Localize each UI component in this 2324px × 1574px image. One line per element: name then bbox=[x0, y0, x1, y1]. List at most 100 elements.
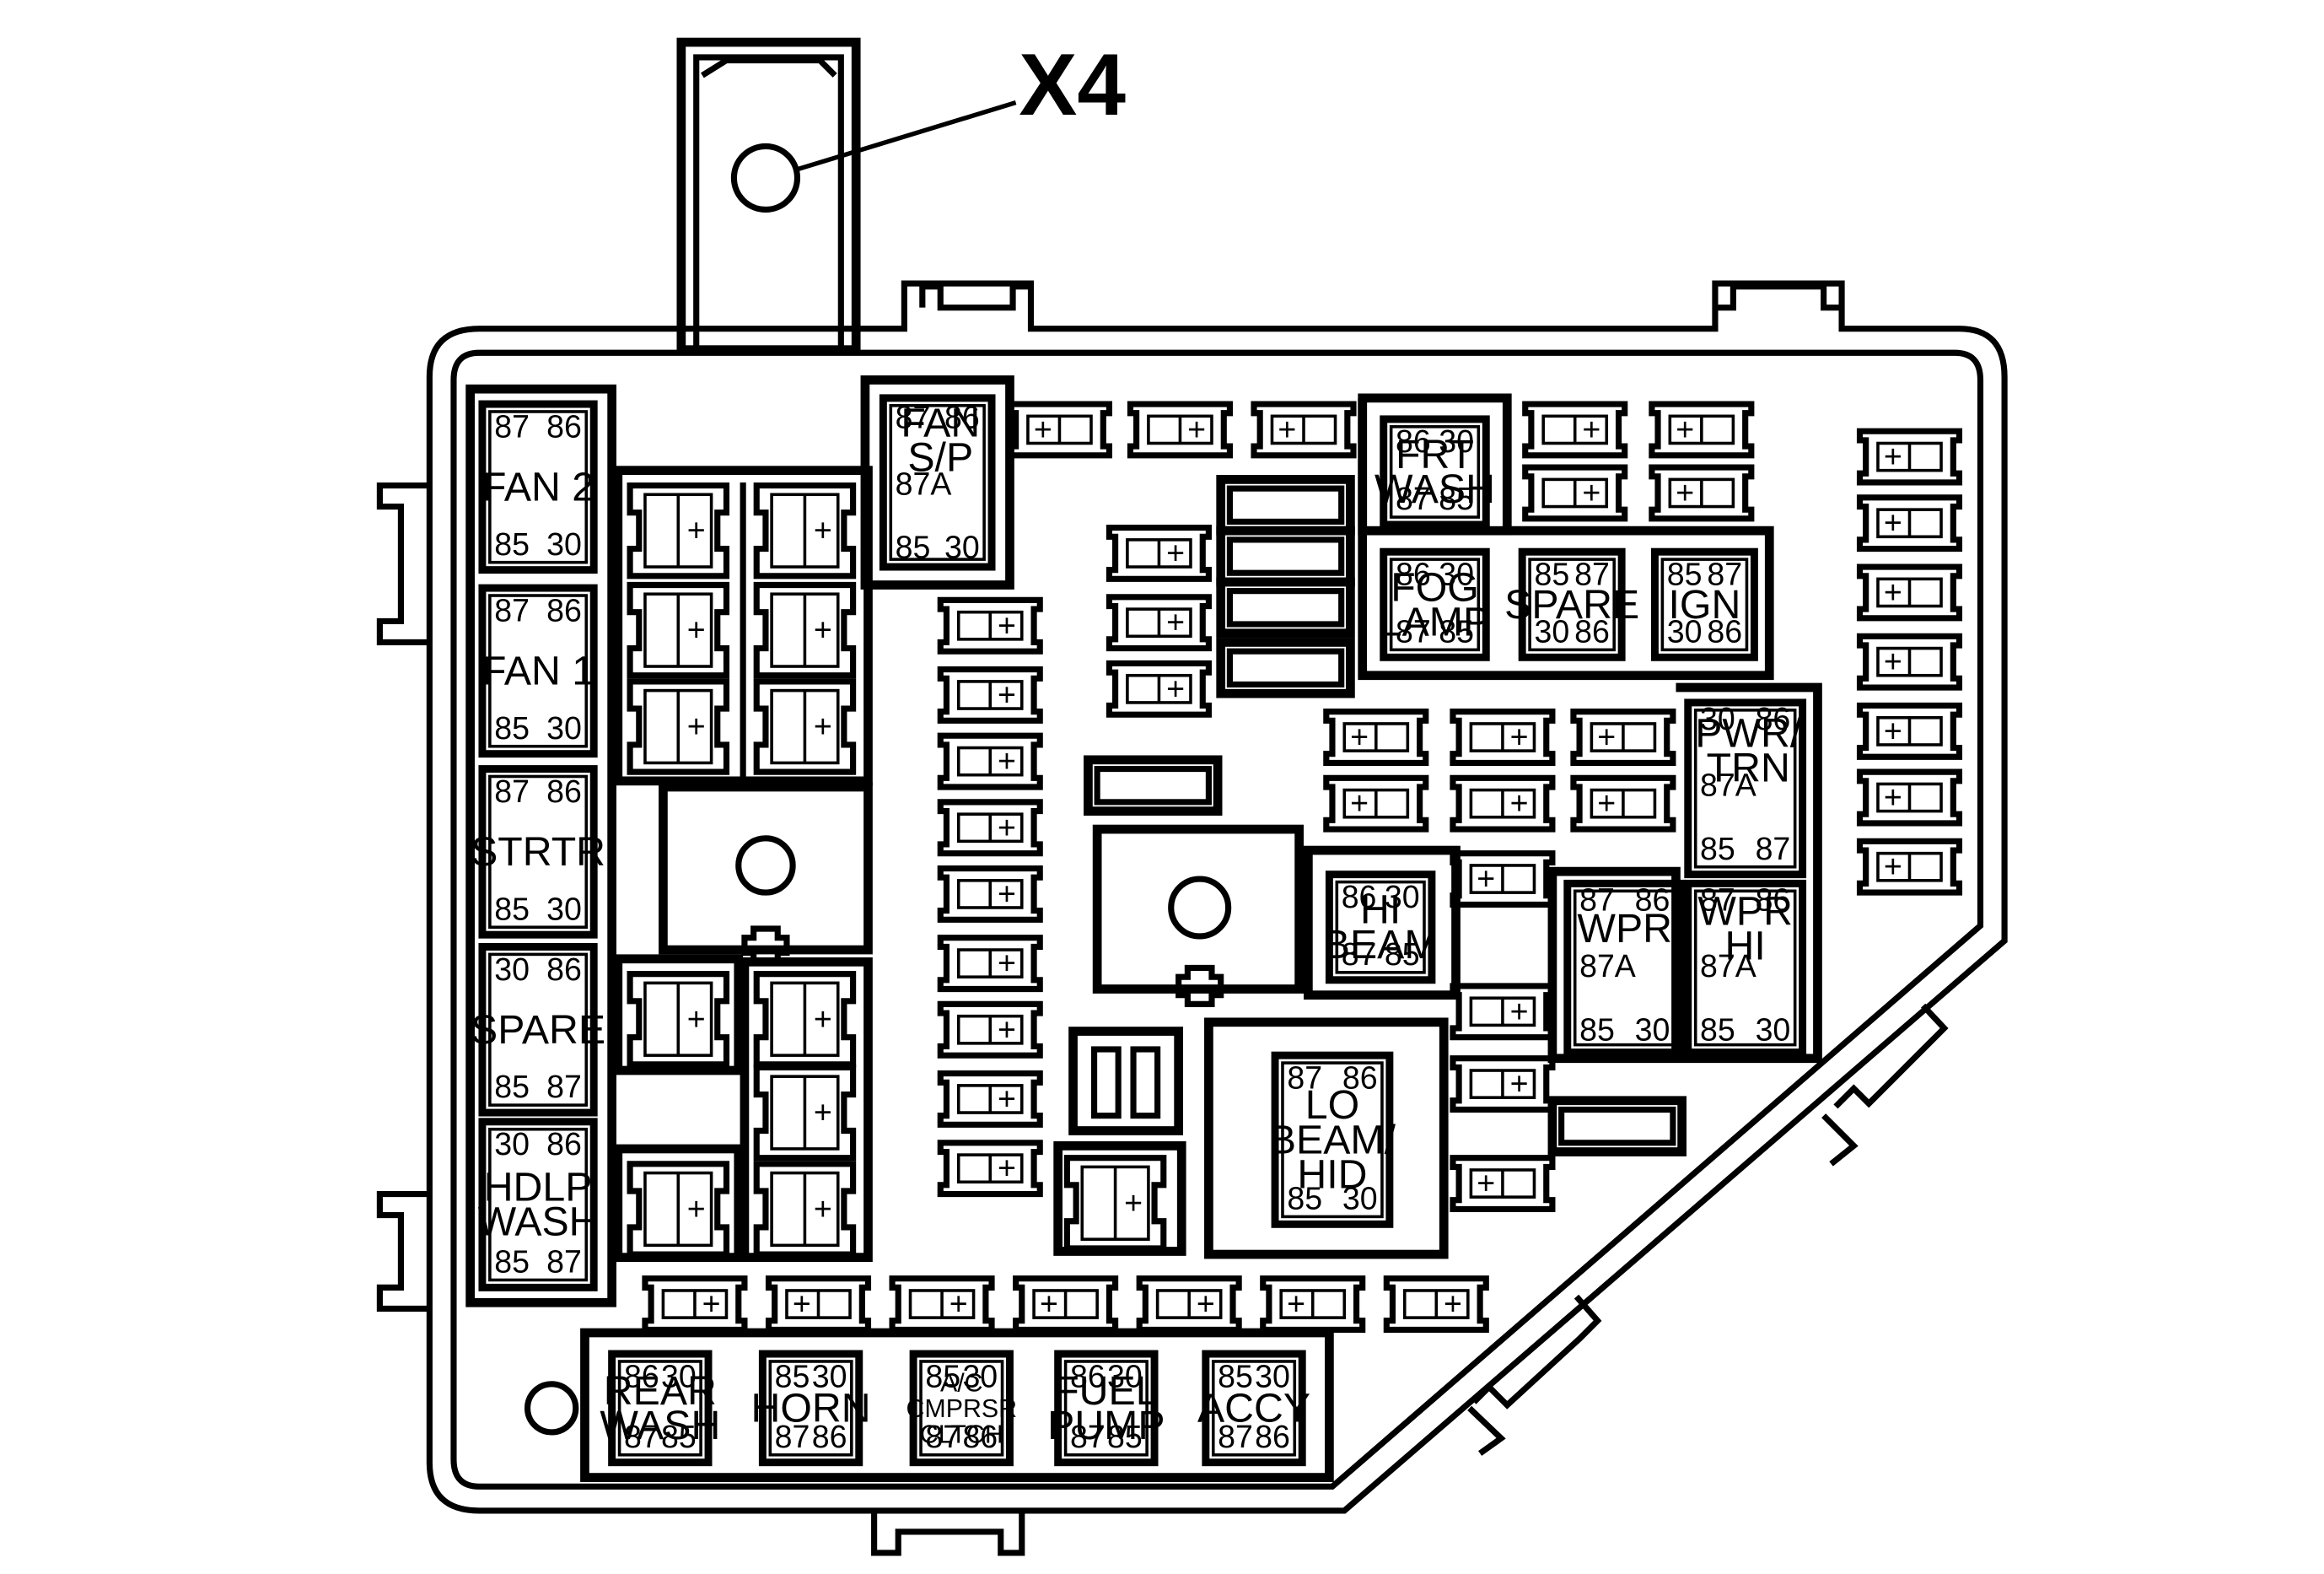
horn-pin-1: 85 bbox=[775, 1358, 810, 1393]
fuel-pump-pin-1: 86 bbox=[1070, 1358, 1106, 1393]
wpr-pin-3: 87A bbox=[1579, 948, 1636, 984]
accy-pin-2: 30 bbox=[1255, 1358, 1290, 1393]
mini-fuse-30-polarity-mark: + bbox=[998, 743, 1016, 779]
mini-fuse-26-polarity-mark: + bbox=[1287, 1286, 1305, 1322]
fuel-pump-pin-4: 85 bbox=[1107, 1419, 1143, 1454]
mini-fuse-30: + bbox=[937, 732, 1043, 790]
wpr-hi-pin-4: 85 bbox=[1700, 1011, 1735, 1047]
mini-fuse-10-polarity-mark: + bbox=[1166, 671, 1185, 706]
mini-fuses: + + + + + + + + + + + + + + + + + + + + + + + + + + + + + + + + + + + + + + + +… bbox=[627, 401, 1963, 1333]
mini-fuse-35: + bbox=[937, 1070, 1043, 1128]
mini-fuse-14: + bbox=[1323, 774, 1429, 833]
mini-fuse-3-polarity-mark: + bbox=[1278, 412, 1296, 447]
mini-fuse-29: + bbox=[937, 666, 1043, 724]
mini-fuse-9: + bbox=[1106, 594, 1212, 652]
hdlp-wash-pin-4: 87 bbox=[546, 1244, 582, 1280]
x4-callout-label: X4 bbox=[1019, 35, 1126, 133]
j-case-fuse-10: + bbox=[627, 1161, 730, 1258]
mini-fuse-10: + bbox=[1106, 660, 1212, 718]
mini-fuse-3: + bbox=[1251, 401, 1357, 459]
spare-left-label: SPARE bbox=[471, 1007, 605, 1053]
accy-label: ACCY bbox=[1197, 1385, 1310, 1431]
mini-fuse-26: + bbox=[1260, 1275, 1366, 1333]
mini-fuse-2: + bbox=[1127, 401, 1234, 459]
fan-1-pin-4: 30 bbox=[546, 710, 582, 746]
j-case-fuse-7: + bbox=[627, 971, 730, 1068]
mini-fuse-13-polarity-mark: + bbox=[1597, 720, 1616, 755]
wpr-hi-pin-3: 87A bbox=[1700, 948, 1756, 984]
hdlp-wash-pin-1: 30 bbox=[494, 1126, 530, 1162]
horn-pin-2: 30 bbox=[812, 1358, 847, 1393]
j-case-fuse-2: + bbox=[753, 482, 857, 579]
mini-fuse-22-polarity-mark: + bbox=[793, 1286, 811, 1322]
ign-pin-4: 86 bbox=[1707, 613, 1742, 649]
mini-fuse-42: + bbox=[1856, 768, 1963, 827]
x4-bracket bbox=[676, 37, 1017, 355]
fan-1-label: FAN 1 bbox=[481, 648, 594, 693]
wpr-pin-4: 85 bbox=[1579, 1011, 1615, 1047]
fuel-pump-pin-2: 30 bbox=[1107, 1358, 1143, 1393]
fan-2-pin-2: 86 bbox=[546, 408, 582, 444]
mini-fuse-38-polarity-mark: + bbox=[1884, 505, 1902, 541]
j-case-fuse-5-polarity-mark: + bbox=[687, 709, 706, 744]
spare-upper-pin-3: 30 bbox=[1534, 613, 1569, 649]
j-case-fuse-3-polarity-mark: + bbox=[687, 612, 706, 648]
hdlp-wash-pin-2: 86 bbox=[546, 1126, 582, 1162]
fan-sp-pin-5: 30 bbox=[944, 529, 980, 564]
hi-beam-pin-2: 30 bbox=[1385, 879, 1420, 914]
mini-fuse-21: + bbox=[642, 1275, 748, 1333]
mini-fuse-8: + bbox=[1106, 525, 1212, 582]
mini-fuse-5: + bbox=[1649, 401, 1755, 459]
mini-fuse-27: + bbox=[1383, 1275, 1489, 1333]
mini-fuse-17-polarity-mark: + bbox=[1477, 861, 1495, 897]
mini-fuse-36: + bbox=[937, 1140, 1043, 1198]
mini-fuse-20: + bbox=[1450, 1155, 1556, 1213]
ac-cmprsr-clutch-pin-2: 30 bbox=[962, 1358, 998, 1393]
mini-fuse-37: + bbox=[1856, 428, 1963, 486]
j-case-fuse-4-polarity-mark: + bbox=[814, 612, 832, 648]
mini-fuse-12: + bbox=[1450, 709, 1556, 766]
accy-pin-1: 85 bbox=[1218, 1358, 1253, 1393]
mini-fuse-24: + bbox=[1013, 1275, 1119, 1333]
mini-fuse-39-polarity-mark: + bbox=[1884, 574, 1902, 610]
mini-fuse-43-polarity-mark: + bbox=[1884, 849, 1902, 884]
mini-fuse-28-polarity-mark: + bbox=[998, 607, 1016, 643]
mini-fuse-23: + bbox=[889, 1275, 995, 1333]
fan-2-label: FAN 2 bbox=[481, 464, 594, 509]
mini-fuse-1-polarity-mark: + bbox=[1034, 412, 1052, 447]
frt-wash-pin-1: 86 bbox=[1396, 423, 1431, 459]
mini-fuse-8-polarity-mark: + bbox=[1166, 535, 1185, 570]
wpr-pin-2: 86 bbox=[1635, 882, 1670, 918]
pwr-trn-label: PWR/TRN bbox=[1695, 711, 1802, 791]
mini-fuse-16: + bbox=[1570, 774, 1676, 833]
strtr-pin-4: 30 bbox=[546, 891, 582, 926]
spare-left-pin-3: 85 bbox=[494, 1069, 530, 1104]
mini-fuse-28: + bbox=[937, 596, 1043, 655]
mini-fuse-15: + bbox=[1450, 774, 1556, 833]
mini-fuse-23-polarity-mark: + bbox=[950, 1286, 968, 1322]
j-case-fuse-11-polarity-mark: + bbox=[814, 1191, 832, 1226]
wpr-pin-1: 87 bbox=[1579, 882, 1615, 918]
fog-lamp-pin-4: 85 bbox=[1439, 613, 1474, 649]
wpr-label: WPR bbox=[1577, 906, 1672, 951]
mini-fuse-22: + bbox=[765, 1275, 872, 1333]
mini-fuse-1: + bbox=[1006, 401, 1113, 459]
j-case-fuse-6-polarity-mark: + bbox=[814, 709, 832, 744]
pwr-trn-pin-5: 87 bbox=[1756, 831, 1791, 866]
lo-beam-hid-pin-4: 30 bbox=[1342, 1180, 1378, 1216]
lo-beam-hid-pin-3: 85 bbox=[1287, 1180, 1322, 1216]
frt-wash-pin-4: 85 bbox=[1439, 481, 1474, 516]
frt-wash-pin-3: 87 bbox=[1396, 481, 1431, 516]
housing-outline bbox=[376, 280, 2008, 1556]
j-case-fuse-12-polarity-mark: + bbox=[1124, 1185, 1143, 1221]
mini-fuse-33-polarity-mark: + bbox=[998, 946, 1016, 981]
j-case-fuse-9: + bbox=[753, 1064, 857, 1162]
